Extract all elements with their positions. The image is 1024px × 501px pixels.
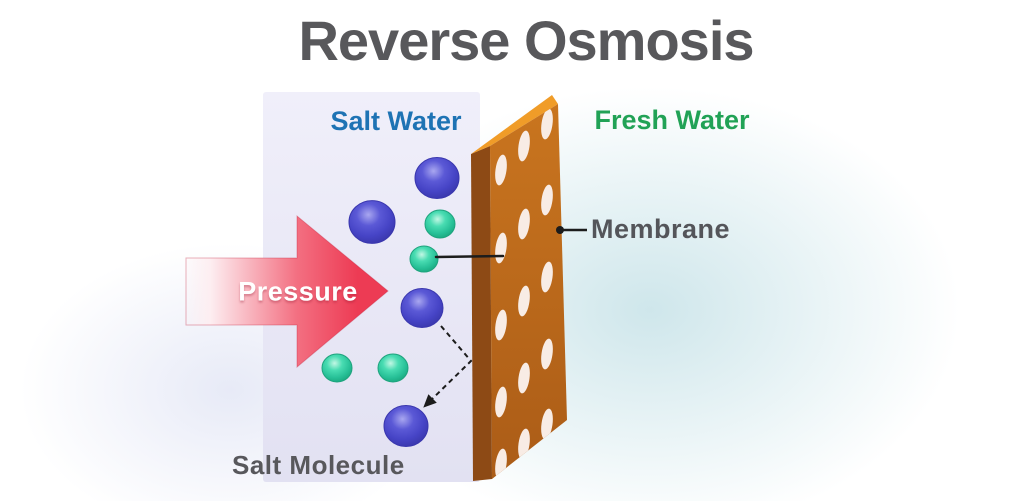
membrane-pore (541, 184, 553, 216)
membrane-pore (495, 154, 507, 186)
pressure-label: Pressure (238, 276, 358, 307)
membrane-pore (541, 261, 553, 293)
water-molecule (424, 209, 456, 239)
membrane-pointer-dot (556, 226, 564, 234)
membrane-pore (541, 338, 553, 370)
salt-molecule (348, 200, 396, 244)
water-molecule (321, 353, 353, 383)
page-title: Reverse Osmosis (298, 9, 754, 72)
pressure-arrow (185, 214, 389, 369)
membrane-pore (518, 362, 530, 394)
salt-rebound-dashed-arrow (428, 325, 473, 403)
salt-water-label: Salt Water (330, 106, 462, 136)
dashed-arrowhead (423, 394, 437, 408)
membrane-pore (518, 285, 530, 317)
water-molecule (377, 353, 409, 383)
membrane-pore (495, 309, 507, 341)
water-molecule (409, 245, 439, 273)
fresh-water-label: Fresh Water (594, 105, 750, 135)
salt-molecule (383, 405, 429, 447)
membrane-pore (541, 108, 553, 140)
salt-molecule (400, 287, 444, 329)
membrane-pore (518, 130, 530, 162)
membrane-pore (495, 386, 507, 418)
water-pass-line (434, 254, 505, 259)
membrane-top-edge (471, 95, 558, 154)
salt-molecule (414, 157, 460, 199)
membrane-pore (541, 408, 553, 440)
membrane-label: Membrane (591, 214, 731, 244)
membrane-side (471, 146, 492, 481)
salt-molecule-label: Salt Molecule (232, 450, 405, 480)
membrane-pore (518, 208, 530, 240)
